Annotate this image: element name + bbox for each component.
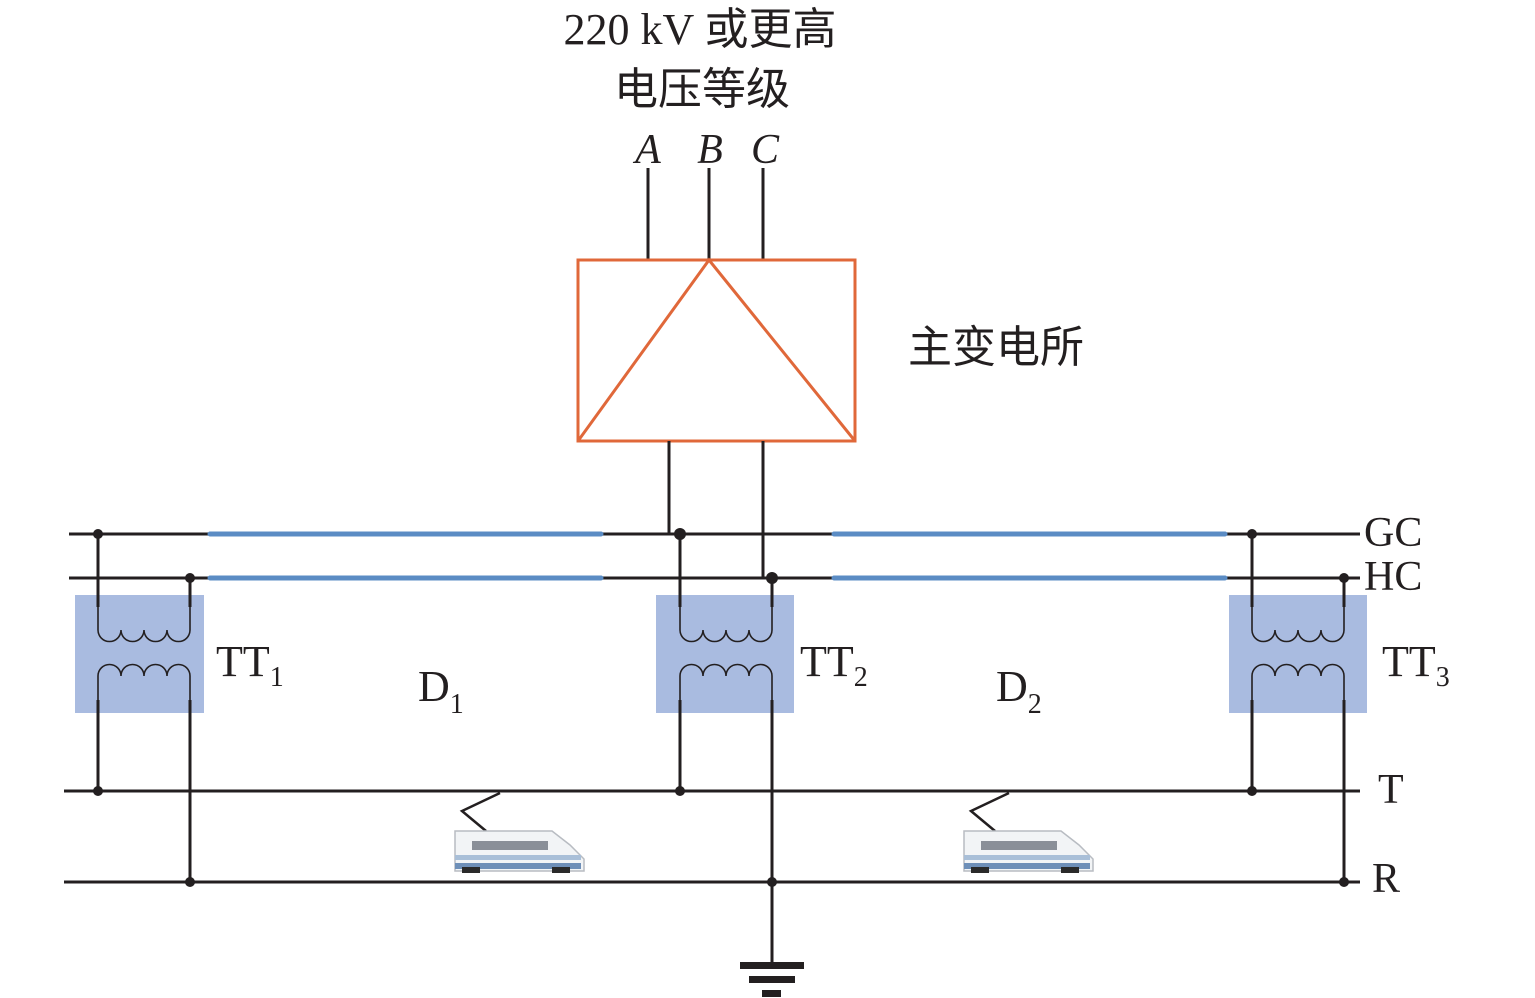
section-label-d2: D2 — [996, 662, 1042, 720]
transformer-tt2 — [656, 528, 794, 965]
phase-label-c: C — [751, 127, 780, 173]
transformer-tt1 — [75, 529, 204, 887]
line-label-hc: HC — [1364, 554, 1422, 600]
ground-icon — [740, 962, 804, 997]
phase-label-a: A — [632, 127, 661, 173]
substation-symbol — [576, 257, 857, 443]
substation-label: 主变电所 — [908, 322, 1084, 373]
line-label-t: T — [1378, 767, 1404, 813]
phase-label-b: B — [697, 127, 723, 173]
section-label-d1: D1 — [418, 662, 464, 720]
transformer-label-tt1: TT1 — [216, 637, 284, 693]
transformer-tt3 — [1229, 529, 1367, 887]
pantograph-icon — [968, 791, 1010, 832]
train-icon — [963, 791, 1094, 873]
train-icon — [454, 791, 585, 873]
voltage-title-line2: 电压等级 — [614, 64, 790, 115]
pantograph-icon — [459, 791, 501, 832]
transformer-label-tt2: TT2 — [800, 637, 868, 693]
line-label-r: R — [1372, 856, 1400, 902]
transformer-label-tt3: TT3 — [1382, 637, 1450, 693]
voltage-title-line1: 220 kV 或更高 — [564, 5, 837, 54]
line-label-gc: GC — [1364, 510, 1422, 556]
